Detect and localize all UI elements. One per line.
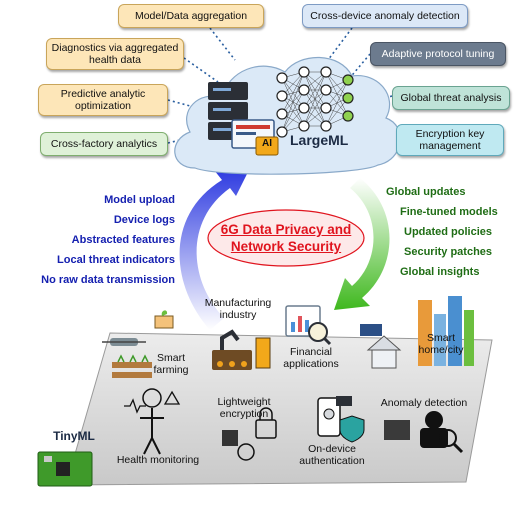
predictive-optimization-box: Predictive analytic optimization: [38, 84, 168, 116]
adaptive-protocol-box: Adaptive protocol tuning: [370, 42, 506, 66]
on-device-auth-icon: [317, 396, 365, 443]
nn-node: [298, 102, 310, 114]
health-monitoring-icon: [124, 388, 181, 455]
center-title-ellipse: [207, 209, 365, 267]
nn-node: [276, 72, 288, 84]
nn-node: [276, 108, 288, 120]
nn-edge: [281, 71, 305, 115]
downlink-item: Fine-tuned models: [400, 206, 498, 218]
nn-node: [320, 120, 332, 132]
encryption-key-box: Encryption key management: [396, 124, 504, 156]
smart-home-label: Smart home/city: [418, 332, 464, 357]
nn-node: [298, 120, 310, 132]
smart-home-city-icon: [360, 296, 474, 369]
nn-edge: [303, 71, 327, 109]
manufacturing-label: Manufacturing industry: [204, 297, 272, 322]
downlink-item: Security patches: [404, 246, 493, 258]
downlink-item: Global insights: [400, 266, 480, 278]
nn-edge: [303, 89, 327, 127]
nn-node: [320, 102, 332, 114]
nn-edge: [281, 89, 305, 133]
nn-node: [320, 84, 332, 96]
nn-node: [276, 126, 288, 138]
ai-monitor-icon: [231, 119, 279, 156]
uplink-arrow: [179, 168, 250, 330]
uplink-item: Model upload: [104, 194, 175, 206]
largeml-label: LargeML: [290, 132, 349, 148]
on-device-auth-label: On-device authentication: [299, 443, 365, 468]
tinyml-board-icon: [37, 451, 93, 487]
downlink-list: Global updates Fine-tuned models Updated…: [386, 186, 516, 286]
global-threat-box: Global threat analysis: [392, 86, 510, 110]
center-title: 6G Data Privacy and Network Security: [220, 222, 352, 254]
lightweight-encryption-icon: [222, 407, 277, 461]
downlink-item: Global updates: [386, 186, 466, 198]
downlink-arrow: [334, 178, 390, 310]
tinyml-label: TinyML: [53, 429, 95, 443]
ai-badge: AI: [262, 138, 272, 149]
nn-node: [276, 90, 288, 102]
nn-node: [342, 92, 354, 104]
nn-node: [342, 110, 354, 122]
anomaly-detection-icon: [384, 411, 464, 454]
edge-platform: [65, 332, 493, 486]
manufacturing-robot-icon: [212, 329, 271, 370]
health-monitoring-label: Health monitoring: [116, 454, 200, 466]
uplink-item: Local threat indicators: [57, 254, 175, 266]
neural-network-icon: [276, 66, 354, 138]
nn-edge: [325, 97, 349, 127]
financial-report-icon: [285, 305, 332, 346]
downlink-item: Updated policies: [404, 226, 493, 238]
anomaly-detection-label: Anomaly detection: [380, 397, 468, 409]
nn-edge: [325, 79, 349, 109]
smart-farming-label: Smart farming: [153, 352, 189, 377]
smart-farming-icon: [102, 310, 174, 378]
diagnostics-box: Diagnostics via aggregated health data: [46, 38, 184, 70]
nn-node: [298, 66, 310, 78]
cross-factory-box: Cross-factory analytics: [40, 132, 168, 156]
financial-label: Financial applications: [283, 346, 339, 371]
model-data-aggregation-box: Model/Data aggregation: [118, 4, 264, 28]
lightweight-encryption-label: Lightweight encryption: [217, 396, 271, 421]
nn-node: [320, 66, 332, 78]
nn-edge: [281, 71, 305, 133]
cross-device-anomaly-box: Cross-device anomaly detection: [302, 4, 468, 28]
uplink-item: Device logs: [113, 214, 175, 226]
nn-edge: [325, 79, 349, 127]
uplink-item: No raw data transmission: [41, 274, 175, 286]
nn-node: [298, 84, 310, 96]
uplink-list: Model upload Device logs Abstracted feat…: [20, 194, 175, 294]
nn-edge: [303, 71, 327, 127]
uplink-item: Abstracted features: [71, 234, 175, 246]
nn-node: [342, 74, 354, 86]
